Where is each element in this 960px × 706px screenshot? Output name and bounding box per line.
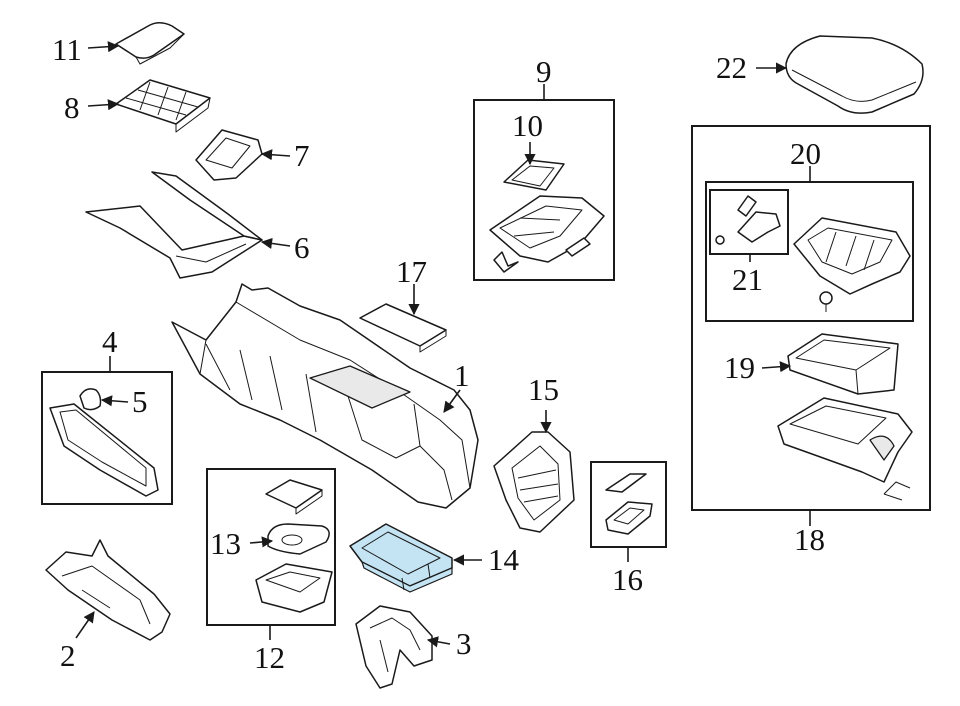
callout-22: 22 (716, 50, 747, 85)
part-19-bin (787, 333, 899, 395)
callout-15: 15 (528, 372, 559, 407)
part-2-bracket (45, 539, 171, 641)
part-5-knob (79, 388, 102, 411)
callout-18: 18 (794, 522, 825, 557)
callout-10: 10 (512, 108, 543, 143)
part-14-storage-tray (349, 523, 453, 593)
part-1-center-console (171, 283, 479, 509)
callout-3: 3 (456, 626, 472, 661)
part-9-bezel-assembly (489, 195, 605, 273)
callout-2: 2 (60, 638, 76, 673)
part-11-cover (115, 22, 185, 65)
callout-4: 4 (102, 324, 118, 359)
callout-16: 16 (612, 562, 643, 597)
part-15-vent (493, 431, 575, 533)
part-6-trim-panel (85, 171, 263, 279)
part-20-bracket (793, 217, 911, 312)
part-7-bracket (195, 129, 263, 181)
part-10-insert (503, 159, 565, 191)
part-12-cupholder (255, 479, 333, 613)
callout-14: 14 (488, 542, 520, 577)
callout-numbers: 11 8 7 6 17 9 10 1 15 4 5 2 12 13 14 3 1… (52, 32, 825, 675)
leader-lines (75, 41, 811, 648)
part-16-trim (605, 473, 653, 535)
callout-17: 17 (396, 254, 427, 289)
callout-8: 8 (64, 90, 80, 125)
part-21-clip (715, 195, 781, 245)
group-box-21 (709, 189, 789, 255)
callout-19: 19 (724, 350, 755, 385)
callout-1: 1 (454, 358, 470, 393)
part-4-bezel (49, 403, 159, 497)
callout-13: 13 (210, 526, 241, 561)
group-box-18 (691, 125, 931, 511)
callout-21: 21 (732, 262, 763, 297)
callout-20: 20 (790, 136, 821, 171)
callout-5: 5 (132, 384, 148, 419)
callout-12: 12 (254, 640, 285, 675)
group-box-4 (41, 371, 173, 505)
group-box-12 (206, 468, 336, 626)
part-18-tray (777, 397, 913, 501)
part-3-bracket (355, 605, 433, 689)
callout-6: 6 (294, 230, 310, 265)
part-17-pad (359, 303, 447, 353)
callout-7: 7 (294, 138, 310, 173)
part-22-armrest-lid (785, 35, 924, 114)
callout-11: 11 (52, 32, 82, 67)
callout-9: 9 (536, 54, 552, 89)
part-8-grid-tray (115, 79, 211, 133)
